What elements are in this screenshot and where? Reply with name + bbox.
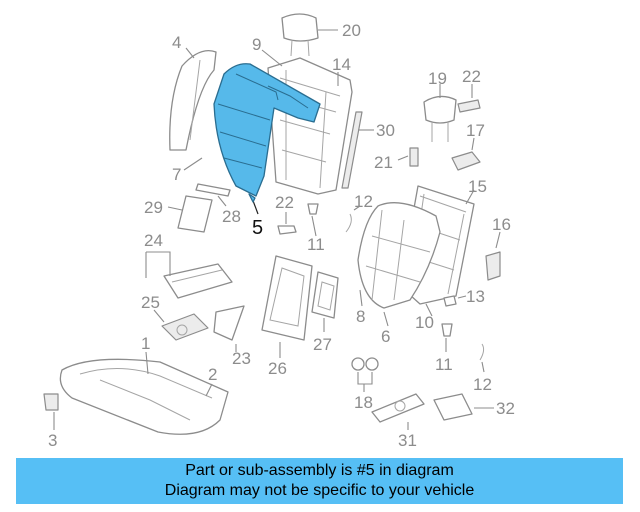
part-20-headrest (281, 13, 338, 57)
callout-7: 7 (172, 165, 181, 184)
part-12-hook-center (345, 205, 361, 233)
part-26-frame-panel (261, 255, 313, 358)
part-24-armrest-cover (145, 251, 233, 299)
part-19-headrest (423, 84, 457, 142)
callout-21: 21 (374, 153, 393, 172)
part-13-clip (425, 295, 467, 317)
leader-7 (183, 157, 203, 171)
callout-9: 9 (252, 35, 261, 54)
leader-8 (359, 289, 363, 307)
part-32-module (433, 393, 494, 421)
part-18-grommets (351, 357, 379, 392)
callout-11-center: 11 (307, 235, 325, 254)
part-27-panel (311, 271, 339, 332)
callout-23: 23 (232, 349, 251, 368)
parts-diagram: 1 2 3 4 5 6 7 8 9 10 11 11 12 12 13 14 1… (43, 13, 515, 450)
callout-6: 6 (381, 327, 390, 346)
part-29-pad (167, 195, 213, 233)
callout-25: 25 (141, 293, 160, 312)
part-5-seatback-panel-highlighted (213, 63, 321, 215)
part-28-clip (195, 183, 231, 207)
callout-22-center: 22 (275, 193, 294, 212)
callout-20: 20 (342, 21, 361, 40)
callout-32: 32 (496, 399, 515, 418)
callout-16: 16 (492, 215, 511, 234)
part-21-bolt (397, 147, 419, 167)
part-25-cupholder (153, 309, 209, 341)
callout-8: 8 (356, 307, 365, 326)
part-3-clip (43, 393, 59, 430)
part-11-screw-right (441, 323, 453, 352)
callout-15: 15 (468, 177, 487, 196)
part-17-clip (451, 137, 481, 171)
banner-line-2: Diagram may not be specific to your vehi… (164, 482, 475, 499)
part-22-clip-center (277, 212, 297, 235)
part-6-seatback-cushion (357, 202, 441, 327)
callout-19: 19 (428, 69, 447, 88)
leader-2 (205, 383, 213, 397)
callout-17: 17 (466, 121, 485, 140)
part-12-hook-right (479, 343, 485, 373)
callout-10: 10 (415, 313, 434, 332)
callout-27: 27 (313, 335, 332, 354)
callout-31: 31 (398, 431, 417, 450)
callout-22-right: 22 (462, 67, 481, 86)
part-30-rod (341, 111, 374, 189)
part-23-trim (213, 305, 245, 352)
callout-2: 2 (208, 365, 217, 384)
callout-30: 30 (376, 121, 395, 140)
part-11-screw-center (307, 203, 319, 237)
callout-3: 3 (48, 431, 57, 450)
callout-18: 18 (354, 393, 373, 412)
part-31-latch (371, 393, 425, 430)
callout-28: 28 (222, 207, 241, 226)
callout-12-right: 12 (473, 375, 492, 394)
info-banner: Part or sub-assembly is #5 in diagram Di… (16, 458, 623, 504)
callout-5: 5 (252, 217, 263, 239)
part-1-seat-cushion (59, 351, 229, 435)
callout-14: 14 (332, 55, 351, 74)
part-16-bracket (485, 231, 501, 281)
callout-11-right: 11 (435, 355, 453, 374)
callout-24: 24 (144, 231, 163, 250)
callout-4: 4 (172, 33, 181, 52)
callout-13: 13 (466, 287, 485, 306)
banner-line-1: Part or sub-assembly is #5 in diagram (185, 462, 454, 479)
callout-1: 1 (141, 334, 150, 353)
part-4-side-bolster (169, 47, 217, 151)
callout-12-center: 12 (354, 192, 373, 211)
callout-26: 26 (268, 359, 287, 378)
callout-29: 29 (144, 198, 163, 217)
part-22-pin-right (457, 84, 481, 113)
